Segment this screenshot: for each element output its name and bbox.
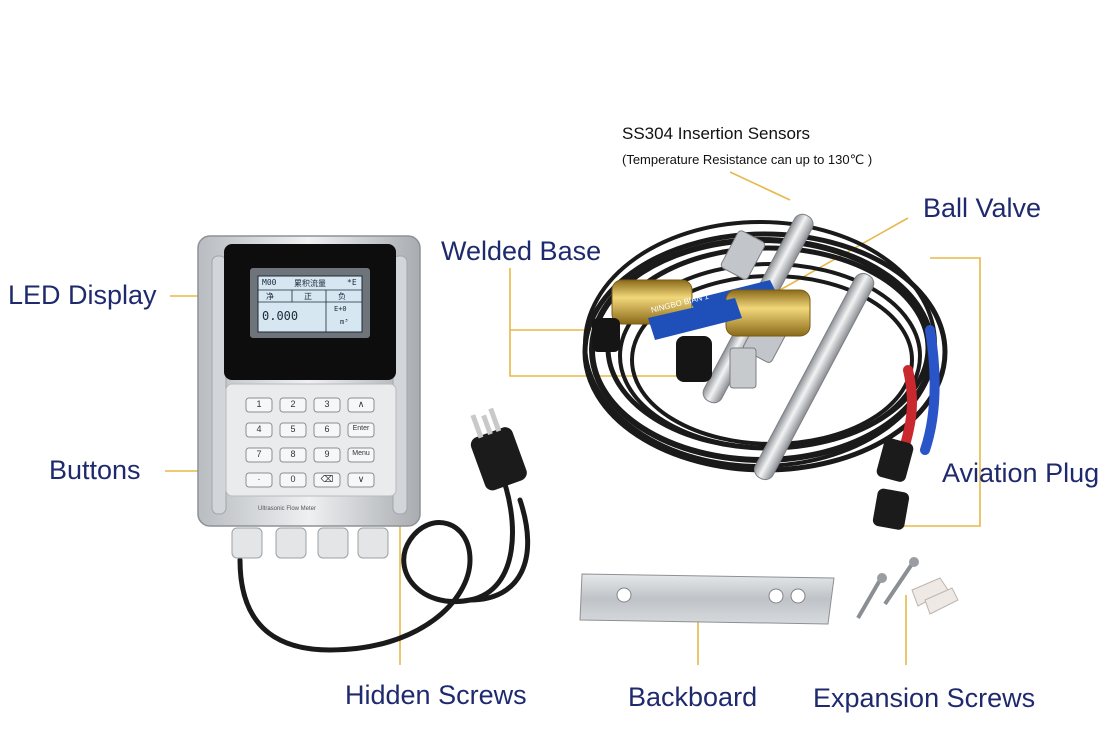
power-cord [237,467,531,653]
lcd-header: 累积流量 [294,279,326,288]
lcd-unit: m³ [340,318,349,326]
device-brand: Ultrasonic Flow Meter [258,506,317,512]
power-plug [470,407,527,491]
key-8: 8 [290,449,296,459]
cable-glands [231,527,389,559]
leader-aviation-plug [900,257,981,527]
leader-sensor [729,171,791,201]
label-led-display: LED Display [8,280,157,310]
key-up: ∧ [357,399,365,409]
key-2: 2 [290,399,296,409]
backboard-plate [579,573,835,625]
key-4: 4 [256,424,262,434]
threaded-nipple [729,347,757,389]
label-hidden-screws: Hidden Screws [345,680,527,710]
key-7: 7 [256,449,262,459]
key-3: 3 [324,399,330,409]
aviation-plug-connectors [872,438,914,530]
ball-valve-2 [648,289,811,340]
flow-meter [197,235,421,559]
key-menu: Menu [352,450,370,457]
lcd-col-neg: 负 [338,292,346,301]
welded-bases [592,318,712,382]
key-backspace: ⌫ [320,474,334,484]
label-sensor-title: SS304 Insertion Sensors [622,124,811,143]
key-dot: · [257,474,261,484]
key-6: 6 [324,424,330,434]
label-sensor-note: (Temperature Resistance can up to 130℃ ) [622,152,873,167]
lcd-flag: *E [347,278,357,287]
lcd-value: 0.000 [262,309,299,323]
label-backboard: Backboard [628,682,758,712]
lcd-col-pos: 正 [304,292,312,301]
sensor-rod-2 [753,272,875,481]
expansion-screws-set [856,557,959,620]
key-1: 1 [256,399,262,409]
label-aviation-plug: Aviation Plug [942,458,1100,488]
label-buttons: Buttons [49,455,141,485]
lcd-mode: M00 [262,278,277,287]
label-welded-base: Welded Base [441,236,602,266]
key-down: ∨ [357,474,365,484]
keypad [245,397,375,488]
lcd-exponent: E+0 [334,305,347,313]
leader-lines [165,171,981,665]
key-5: 5 [290,424,296,434]
key-enter: Enter [352,425,370,432]
label-expansion-screws: Expansion Screws [813,683,1036,713]
key-9: 9 [324,449,330,459]
label-ball-valve: Ball Valve [923,193,1042,223]
key-0: 0 [290,474,296,484]
lcd-col-net: 净 [266,292,274,301]
colored-cable-sleeves [900,325,940,455]
